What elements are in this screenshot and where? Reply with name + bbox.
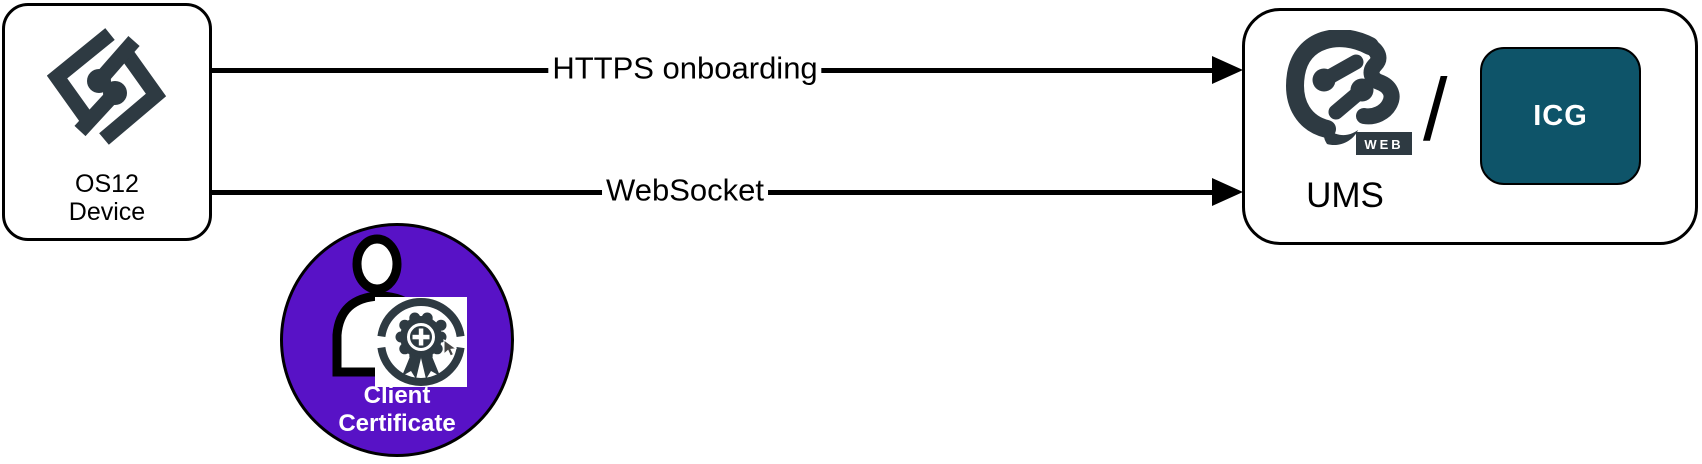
- igel-ums-web-logo-icon: WEB: [1286, 30, 1412, 155]
- os12-label: OS12: [75, 170, 139, 198]
- ums-logo-dot: [1350, 78, 1374, 102]
- client-label-line2: Certificate: [338, 410, 456, 437]
- arrow-websocket-label: WebSocket: [602, 172, 768, 209]
- ums-logo-dot: [1312, 68, 1336, 92]
- arrow-https-head: [1212, 56, 1243, 84]
- icg-box: ICG: [1480, 47, 1641, 185]
- web-badge-label: WEB: [1364, 137, 1403, 152]
- arrow-https-label: HTTPS onboarding: [548, 50, 822, 87]
- slash-separator: /: [1423, 60, 1448, 159]
- node-ums-icg: WEB / ICG UMS: [1242, 8, 1698, 245]
- client-certificate-label: Client Certificate: [280, 382, 514, 438]
- logo-right-chevron: [99, 48, 167, 145]
- ums-logo-tail: [1324, 129, 1358, 146]
- ums-logo-outer-swoosh: [1286, 30, 1379, 138]
- mouse-cursor: [443, 339, 458, 357]
- certificate-ring: [377, 298, 465, 386]
- node-os12-device: OS12 Device: [2, 3, 212, 241]
- igel-os-logo-icon: [47, 28, 167, 145]
- left-node-label: OS12 Device: [5, 170, 209, 226]
- web-badge: [1356, 132, 1412, 155]
- logo-left-chevron: [47, 28, 115, 124]
- arrow-websocket-head: [1212, 178, 1243, 206]
- person-head: [352, 234, 402, 294]
- device-label: Device: [68, 198, 146, 226]
- ums-label: UMS: [1306, 176, 1384, 215]
- ums-logo-right-curve: [1356, 38, 1400, 125]
- logo-dot: [103, 81, 127, 105]
- icg-label: ICG: [1533, 99, 1588, 132]
- client-label-line1: Client: [363, 382, 431, 409]
- person-certificate-icon: [332, 234, 467, 387]
- ribbon-tails: [402, 354, 440, 379]
